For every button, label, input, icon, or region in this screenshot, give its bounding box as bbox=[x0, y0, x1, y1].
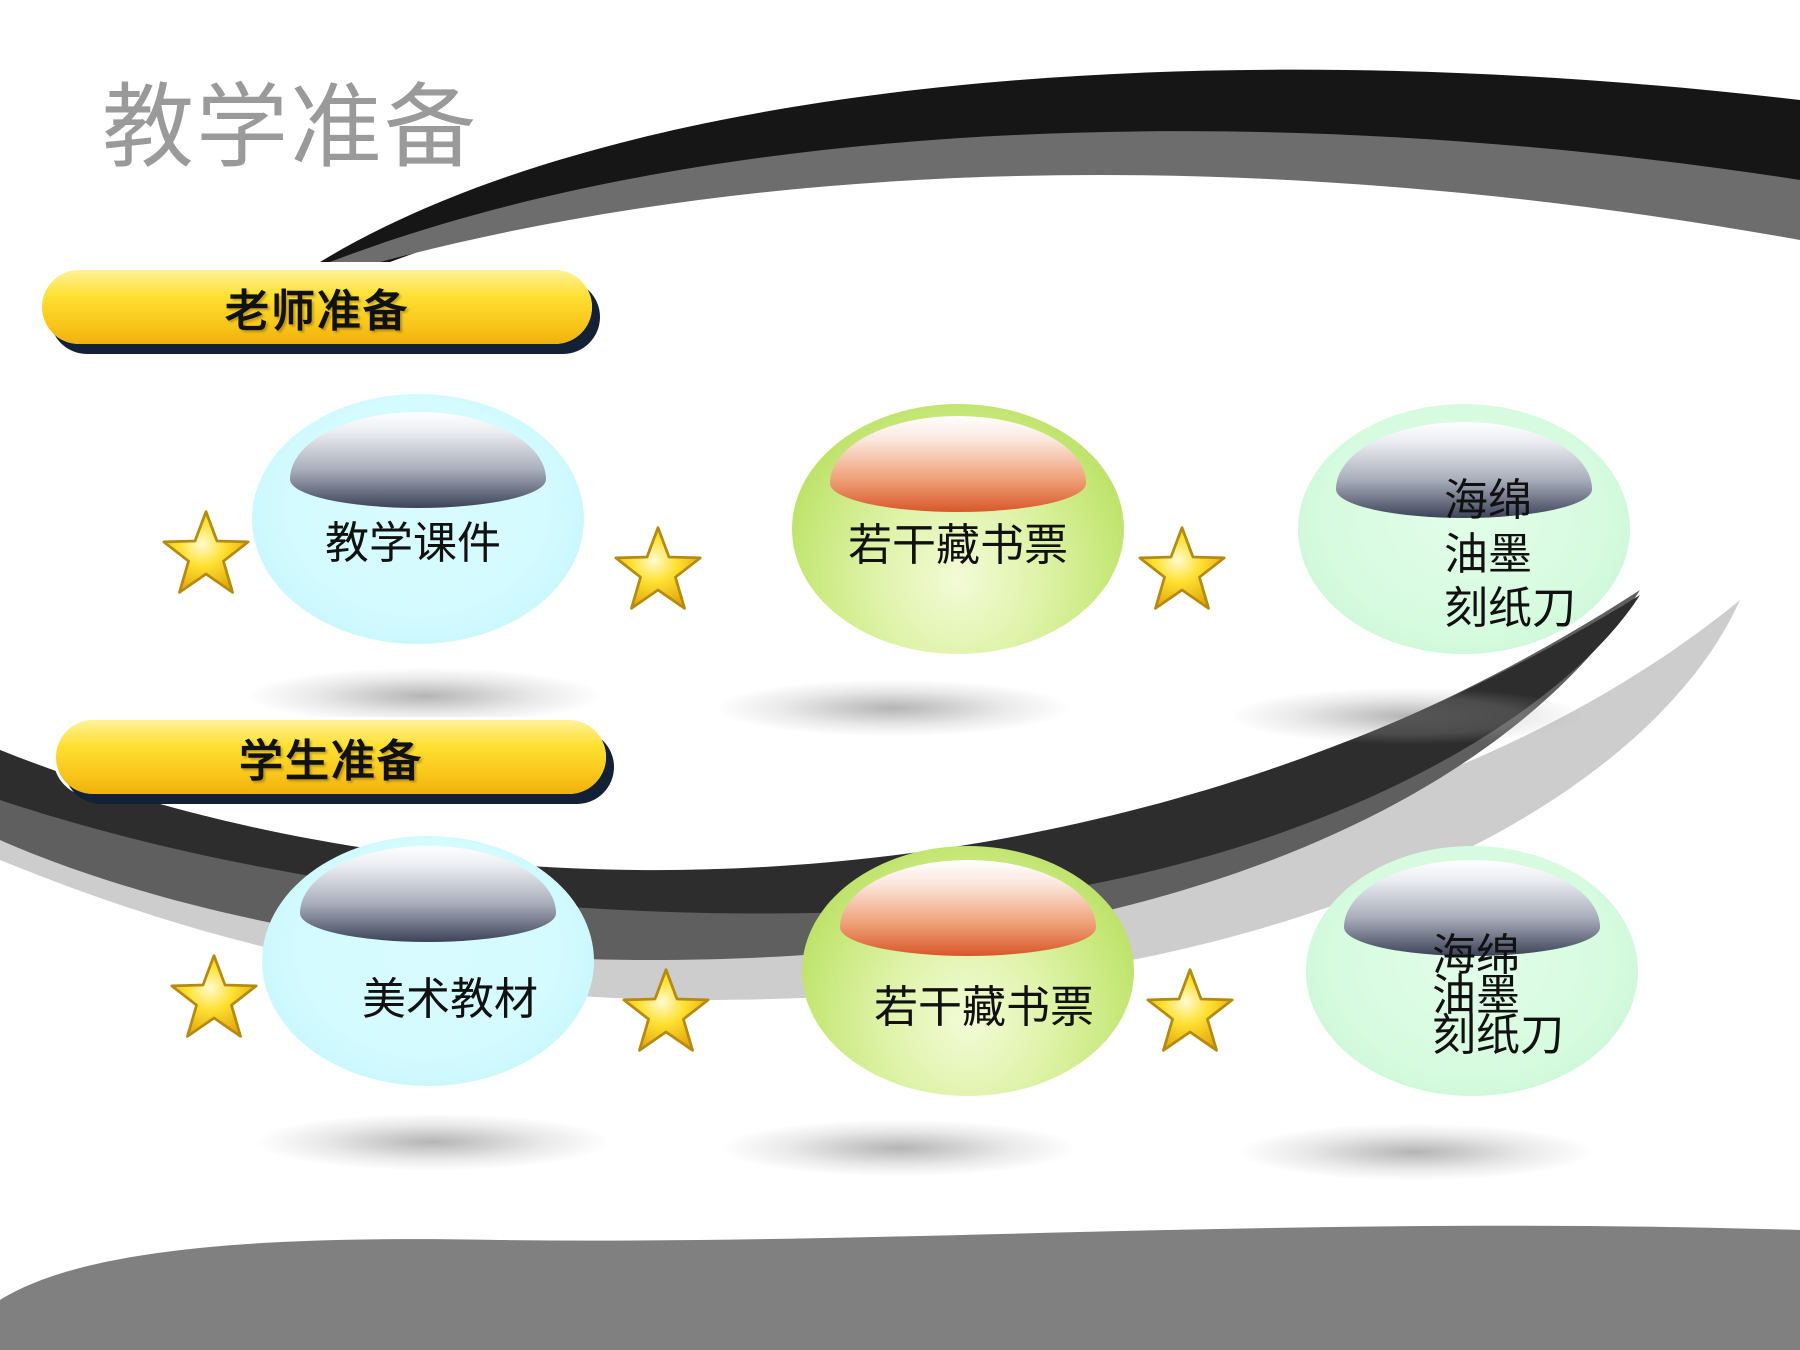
tool-item: 海绵 bbox=[1444, 475, 1532, 526]
tool-item: 刻纸刀 bbox=[1432, 1010, 1564, 1061]
page-title: 教学准备 bbox=[102, 74, 479, 181]
teacher-prep-label: 老师准备 bbox=[42, 270, 592, 344]
bubble-shadow bbox=[1232, 688, 1582, 744]
bubble-shadow bbox=[258, 1114, 608, 1170]
bubble-student-textbook: 美术教材 bbox=[262, 836, 594, 1086]
star-icon bbox=[614, 526, 702, 610]
tool-item: 油墨 bbox=[1432, 970, 1520, 1021]
bubble-teacher-tools: 海绵 油墨 刻纸刀 bbox=[1298, 404, 1630, 654]
bubble-shadow bbox=[724, 1120, 1074, 1176]
tool-item: 海绵 bbox=[1432, 930, 1520, 981]
bubble-teacher-courseware: 教学课件 bbox=[252, 394, 584, 644]
bubble-highlight bbox=[830, 416, 1086, 512]
bubble-teacher-bookplates: 若干藏书票 bbox=[792, 404, 1124, 654]
bubble-label-list: 海绵 油墨 刻纸刀 bbox=[1432, 930, 1564, 1061]
star-icon bbox=[1146, 968, 1234, 1052]
bubble-shadow bbox=[1240, 1124, 1590, 1180]
bottom-band bbox=[0, 1225, 1800, 1350]
bubble-student-tools: 海绵 油墨 刻纸刀 bbox=[1306, 846, 1638, 1096]
bubble-highlight bbox=[840, 860, 1096, 956]
bubble-highlight bbox=[300, 846, 556, 942]
tool-item: 刻纸刀 bbox=[1444, 583, 1576, 634]
bubble-label: 教学课件 bbox=[325, 518, 501, 569]
tool-item: 油墨 bbox=[1444, 529, 1532, 580]
bubble-label-list: 海绵 油墨 刻纸刀 bbox=[1444, 474, 1576, 636]
star-icon bbox=[170, 954, 258, 1038]
middle-swoosh-black bbox=[0, 595, 1640, 914]
bubble-student-bookplates: 若干藏书票 bbox=[802, 846, 1134, 1096]
bubble-shadow bbox=[250, 668, 600, 724]
star-icon bbox=[162, 510, 250, 594]
student-prep-label: 学生准备 bbox=[56, 720, 606, 794]
bubble-label: 美术教材 bbox=[362, 974, 538, 1025]
bubble-label: 若干藏书票 bbox=[848, 520, 1068, 571]
bubble-highlight bbox=[290, 412, 546, 508]
star-icon bbox=[622, 968, 710, 1052]
top-swoosh-gray bbox=[330, 131, 1800, 262]
bubble-label: 若干藏书票 bbox=[874, 982, 1094, 1033]
top-swoosh-black bbox=[320, 69, 1800, 262]
star-icon bbox=[1138, 526, 1226, 610]
bubble-shadow bbox=[718, 680, 1068, 736]
